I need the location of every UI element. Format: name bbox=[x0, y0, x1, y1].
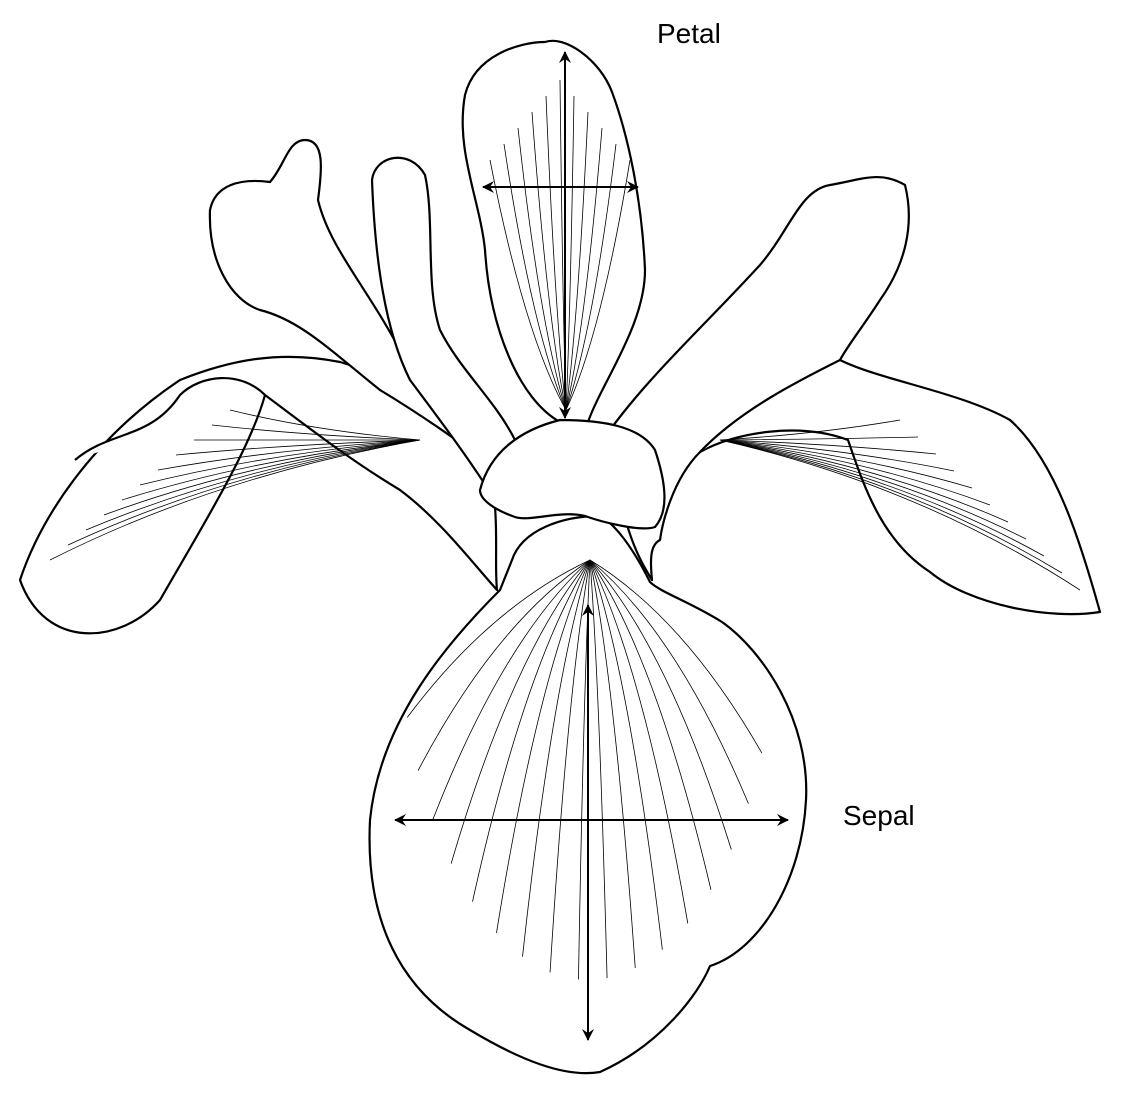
vein-line bbox=[175, 439, 421, 456]
vein-line bbox=[121, 439, 421, 501]
vein-line bbox=[406, 559, 591, 718]
vein-line bbox=[719, 439, 973, 489]
vein-line bbox=[85, 439, 421, 531]
center-style bbox=[478, 418, 666, 530]
left-sepal bbox=[18, 355, 499, 635]
vein-line bbox=[549, 559, 591, 973]
right-petal-fold bbox=[699, 359, 841, 453]
vein-line bbox=[719, 439, 1027, 540]
vein-line bbox=[139, 439, 421, 486]
vein-line bbox=[719, 439, 1081, 591]
vein-line bbox=[489, 159, 567, 411]
vein-line bbox=[522, 559, 591, 957]
vein-line bbox=[719, 439, 991, 506]
vein-line bbox=[565, 159, 631, 411]
vein-line bbox=[719, 439, 1063, 574]
vein-line bbox=[719, 419, 901, 441]
sepal-label: Sepal bbox=[843, 800, 915, 831]
vein-line bbox=[157, 439, 421, 471]
vein-line bbox=[589, 559, 732, 850]
vein-line bbox=[103, 439, 421, 516]
vein-line bbox=[589, 559, 689, 924]
vein-line bbox=[589, 559, 636, 969]
vein-line bbox=[496, 559, 591, 934]
vein-line bbox=[589, 559, 608, 979]
vein-line bbox=[589, 559, 663, 950]
vein-line bbox=[719, 439, 937, 455]
vein-line bbox=[719, 436, 919, 441]
vein-line bbox=[432, 559, 591, 820]
vein-line bbox=[49, 439, 421, 561]
vein-line bbox=[589, 559, 712, 890]
central-petal bbox=[461, 39, 647, 424]
vein-line bbox=[719, 439, 1009, 523]
vein-line bbox=[417, 559, 591, 771]
vein-line bbox=[67, 439, 421, 546]
right-sepal bbox=[608, 175, 1102, 616]
vein-line bbox=[589, 559, 763, 754]
vein-line bbox=[719, 439, 1045, 557]
vein-line bbox=[589, 559, 749, 804]
left-sepal-fold bbox=[74, 376, 266, 461]
vein-line bbox=[719, 439, 955, 472]
vein-line bbox=[229, 409, 421, 441]
petal-label: Petal bbox=[657, 18, 721, 49]
vein-line bbox=[472, 559, 591, 902]
vein-line bbox=[211, 424, 421, 441]
vein-line bbox=[450, 559, 591, 864]
